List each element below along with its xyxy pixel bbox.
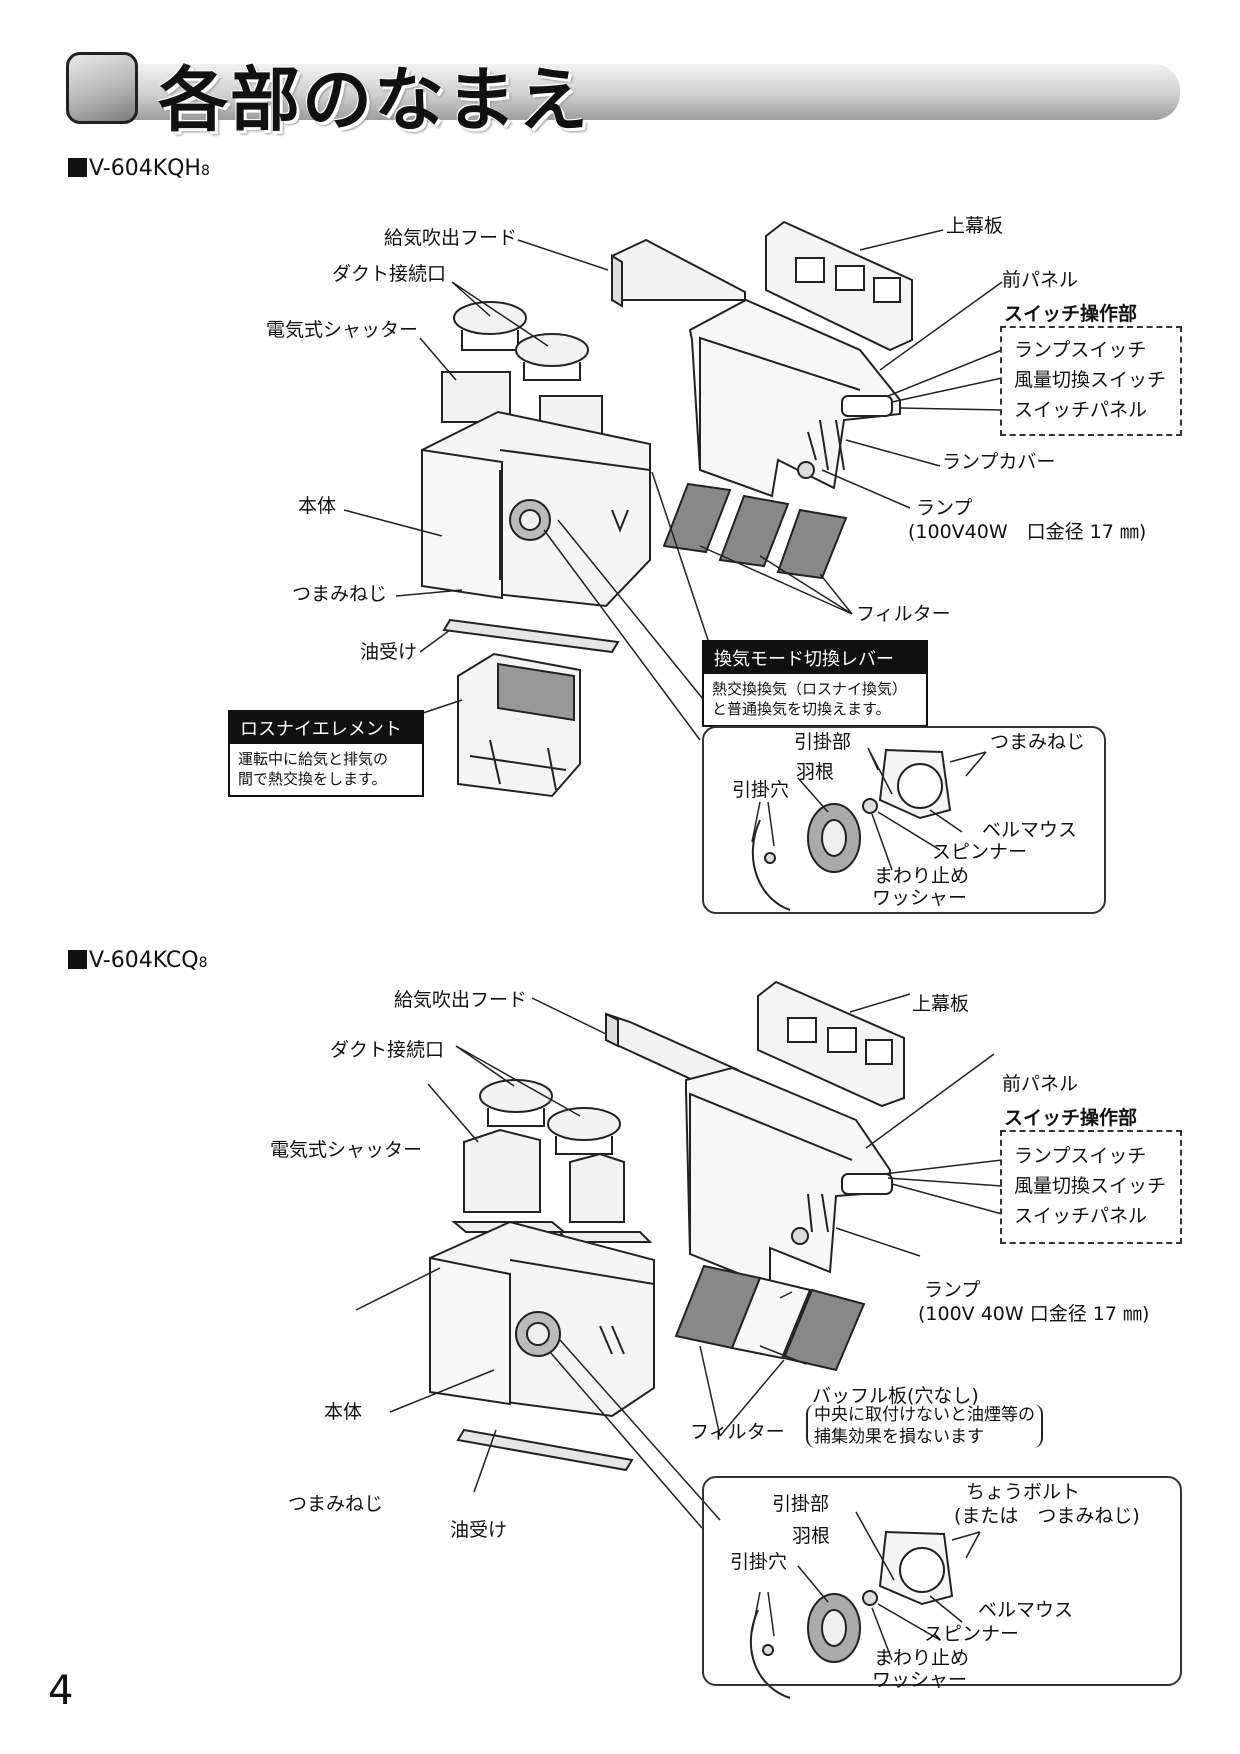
page-title: 各部のなまえ <box>158 59 590 141</box>
label-top-plate: 上幕板 <box>946 215 1004 237</box>
label2-duct-port: ダクト接続口 <box>330 1039 445 1061</box>
inset2-wing-bolt-alt: (または つまみねじ) <box>954 1505 1140 1527</box>
label2-lamp-switch: ランプスイッチ <box>1014 1145 1147 1167</box>
label-body: 本体 <box>298 495 337 517</box>
section1-diagram <box>343 220 1003 911</box>
label2-knob-screw: つまみねじ <box>288 1493 384 1515</box>
label2-filter: フィルター <box>690 1421 785 1443</box>
inset2-washer1: まわり止め <box>874 1647 970 1669</box>
section2-model: V-604KCQ8 <box>68 948 208 973</box>
switch-section-box-2 <box>1000 1130 1182 1244</box>
inset1-bellmouth: ベルマウス <box>982 819 1078 841</box>
label-shutter: 電気式シャッター <box>266 319 419 341</box>
label-filter: フィルター <box>856 603 951 625</box>
inset2-spinner: スピンナー <box>924 1623 1020 1645</box>
inset1-spinner: スピンナー <box>932 841 1028 863</box>
square-bullet-icon <box>68 950 87 969</box>
callout-lossnay: ロスナイエレメント 運転中に給気と排気の 間で熱交換をします。 <box>228 710 424 797</box>
label2-lamp-spec: (100V 40W 口金径 17 ㎜) <box>918 1303 1150 1325</box>
inset1-washer1: まわり止め <box>874 865 970 887</box>
label2-top-plate: 上幕板 <box>912 993 970 1015</box>
callout-mode-lever: 換気モード切換レバー 熱交換換気（ロスナイ換気） と普通換気を切換えます。 <box>702 640 928 727</box>
page-number: 4 <box>48 1668 74 1714</box>
label-lamp-switch: ランプスイッチ <box>1014 339 1147 361</box>
inset1-hook-hole: 引掛穴 <box>732 779 790 801</box>
callout-lossnay-title: ロスナイエレメント <box>230 712 422 744</box>
inset2-bellmouth: ベルマウス <box>978 1599 1074 1621</box>
label-oil-tray: 油受け <box>360 641 418 663</box>
callout-lossnay-line1: 運転中に給気と排気の <box>238 750 389 768</box>
switch-section-box <box>1000 326 1182 436</box>
fan-detail-inset-1 <box>702 726 1106 914</box>
inset2-fan: 羽根 <box>792 1525 831 1547</box>
label-lamp-cover: ランプカバー <box>942 451 1056 473</box>
label2-lamp: ランプ <box>924 1279 981 1301</box>
baffle-note-line1: 中央に取付けないと油煙等の <box>814 1405 1035 1425</box>
inset1-fan: 羽根 <box>796 761 835 783</box>
label2-body: 本体 <box>324 1401 363 1423</box>
section1-model: V-604KQH8 <box>68 156 210 181</box>
page-title-bar: 各部のなまえ <box>66 52 1180 141</box>
square-bullet-icon <box>68 158 87 177</box>
label-lamp: ランプ <box>916 497 973 519</box>
section2-diagram <box>355 980 1003 1699</box>
label-switch-section: スイッチ操作部 <box>1004 303 1138 325</box>
label2-airflow-switch: 風量切換スイッチ <box>1014 1175 1167 1197</box>
label-supply-hood: 給気吹出フード <box>384 227 518 249</box>
label2-baffle: バッフル板(穴なし) <box>812 1385 979 1407</box>
callout-lossnay-line2: 間で熱交換をします。 <box>238 770 387 789</box>
label2-supply-hood: 給気吹出フード <box>394 989 528 1011</box>
label-knob-screw: つまみねじ <box>292 583 388 605</box>
inset2-washer2: ワッシャー <box>872 1669 968 1691</box>
callout-mode-lever-title: 換気モード切換レバー <box>704 642 926 674</box>
inset1-hook: 引掛部 <box>794 731 852 753</box>
label-airflow-switch: 風量切換スイッチ <box>1014 369 1167 391</box>
label2-switch-section: スイッチ操作部 <box>1004 1107 1138 1129</box>
inset2-hook: 引掛部 <box>772 1493 830 1515</box>
label-lamp-spec: (100V40W 口金径 17 ㎜) <box>908 521 1147 543</box>
label-duct-port: ダクト接続口 <box>332 263 447 285</box>
callout-mode-lever-line2: と普通換気を切換えます。 <box>712 700 891 719</box>
inset2-hook-hole: 引掛穴 <box>730 1551 788 1573</box>
title-band <box>126 64 1180 120</box>
callout-mode-lever-line1: 熱交換換気（ロスナイ換気） <box>712 680 908 698</box>
inset1-washer2: ワッシャー <box>872 887 968 909</box>
label2-oil-tray: 油受け <box>450 1519 508 1541</box>
baffle-note: 中央に取付けないと油煙等の 捕集効果を損ないます <box>806 1404 1043 1449</box>
label2-shutter: 電気式シャッター <box>270 1139 423 1161</box>
label2-switch-panel: スイッチパネル <box>1014 1205 1148 1227</box>
label2-front-panel: 前パネル <box>1002 1073 1079 1095</box>
label-switch-panel: スイッチパネル <box>1014 399 1148 421</box>
title-square-icon <box>66 52 138 124</box>
baffle-note-line2: 捕集効果を損ないます <box>814 1427 984 1448</box>
label-front-panel: 前パネル <box>1002 269 1079 291</box>
inset2-wing-bolt: ちょうボルト <box>966 1481 1081 1503</box>
fan-detail-inset-2 <box>702 1476 1182 1686</box>
inset1-knob-screw: つまみねじ <box>990 731 1086 753</box>
